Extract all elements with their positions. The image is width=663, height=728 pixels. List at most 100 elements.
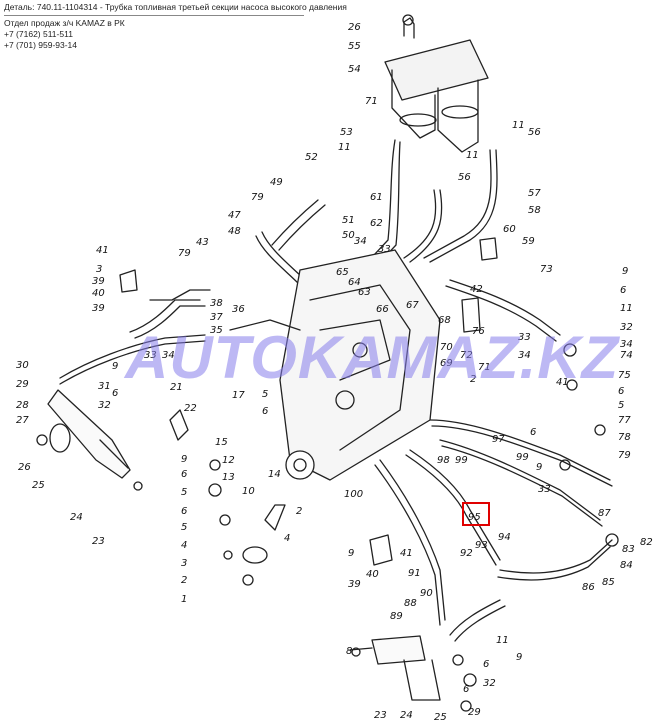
callout-94: 94 bbox=[498, 532, 511, 543]
callout-33: 33 bbox=[538, 484, 551, 495]
callout-99: 99 bbox=[516, 452, 529, 463]
callout-21: 21 bbox=[170, 382, 183, 393]
callout-17: 17 bbox=[232, 390, 245, 401]
callout-34: 34 bbox=[518, 350, 531, 361]
callout-33: 33 bbox=[144, 350, 157, 361]
callout-1: 1 bbox=[181, 594, 187, 605]
callout-58: 58 bbox=[528, 205, 541, 216]
callout-4: 4 bbox=[284, 533, 290, 544]
callout-49: 49 bbox=[270, 177, 283, 188]
callout-11: 11 bbox=[512, 120, 525, 131]
callout-83: 83 bbox=[622, 544, 635, 555]
callout-9: 9 bbox=[622, 266, 628, 277]
callout-13: 13 bbox=[222, 472, 235, 483]
callout-3: 3 bbox=[181, 558, 187, 569]
callout-67: 67 bbox=[406, 300, 419, 311]
callout-52: 52 bbox=[305, 152, 318, 163]
callout-34: 34 bbox=[162, 350, 175, 361]
callout-33: 33 bbox=[518, 332, 531, 343]
part-title: Деталь: 740.11-1104314 - Трубка топливна… bbox=[4, 2, 347, 16]
callout-23: 23 bbox=[92, 536, 105, 547]
callout-66: 66 bbox=[376, 304, 389, 315]
callout-6: 6 bbox=[530, 427, 536, 438]
callout-84: 84 bbox=[620, 560, 633, 571]
callout-62: 62 bbox=[370, 218, 383, 229]
callout-79: 79 bbox=[178, 248, 191, 259]
callout-26: 26 bbox=[18, 462, 31, 473]
callout-6: 6 bbox=[618, 386, 624, 397]
callout-93: 93 bbox=[475, 540, 488, 551]
phone-1: +7 (7162) 511-511 bbox=[4, 29, 73, 39]
callout-34: 34 bbox=[620, 339, 633, 350]
callout-68: 68 bbox=[438, 315, 451, 326]
callout-56: 56 bbox=[458, 172, 471, 183]
callout-31: 31 bbox=[98, 381, 111, 392]
callout-29: 29 bbox=[468, 707, 481, 718]
callout-9: 9 bbox=[536, 462, 542, 473]
callout-10: 10 bbox=[242, 486, 255, 497]
sales-department: Отдел продаж з/ч KAMAZ в РК bbox=[4, 18, 125, 28]
diagram-drawing bbox=[36, 14, 619, 712]
callout-51: 51 bbox=[342, 215, 355, 226]
callout-89: 89 bbox=[390, 611, 403, 622]
callout-9: 9 bbox=[516, 652, 522, 663]
callout-28: 28 bbox=[16, 400, 29, 411]
callout-6: 6 bbox=[181, 469, 187, 480]
callout-5: 5 bbox=[262, 389, 268, 400]
callout-85: 85 bbox=[602, 577, 615, 588]
callout-9: 9 bbox=[348, 548, 354, 559]
callout-42: 42 bbox=[470, 284, 483, 295]
callout-5: 5 bbox=[618, 400, 624, 411]
callout-29: 29 bbox=[16, 379, 29, 390]
callout-25: 25 bbox=[434, 712, 447, 723]
callout-5: 5 bbox=[181, 487, 187, 498]
callout-30: 30 bbox=[16, 360, 29, 371]
callout-11: 11 bbox=[496, 635, 509, 646]
callout-92: 92 bbox=[460, 548, 473, 559]
callout-57: 57 bbox=[528, 188, 541, 199]
callout-69: 69 bbox=[440, 358, 453, 369]
callout-40: 40 bbox=[366, 569, 379, 580]
callout-86: 86 bbox=[582, 582, 595, 593]
callout-25: 25 bbox=[32, 480, 45, 491]
callout-63: 63 bbox=[358, 287, 371, 298]
callout-61: 61 bbox=[370, 192, 383, 203]
callout-71: 71 bbox=[365, 96, 378, 107]
callout-32: 32 bbox=[620, 322, 633, 333]
callout-23: 23 bbox=[374, 710, 387, 721]
callout-41: 41 bbox=[400, 548, 413, 559]
header: Деталь: 740.11-1104314 - Трубка топливна… bbox=[4, 2, 347, 51]
callout-79: 79 bbox=[251, 192, 264, 203]
callout-82: 82 bbox=[640, 537, 653, 548]
callout-71: 71 bbox=[478, 362, 491, 373]
callout-70: 70 bbox=[440, 342, 453, 353]
callout-2: 2 bbox=[296, 506, 302, 517]
callout-90: 90 bbox=[420, 588, 433, 599]
callout-40: 40 bbox=[92, 288, 105, 299]
callout-74: 74 bbox=[620, 350, 633, 361]
callout-43: 43 bbox=[196, 237, 209, 248]
callout-88: 88 bbox=[404, 598, 417, 609]
callout-9: 9 bbox=[181, 454, 187, 465]
callout-39: 39 bbox=[92, 303, 105, 314]
callout-35: 35 bbox=[210, 325, 223, 336]
callout-3: 3 bbox=[96, 264, 102, 275]
callout-59: 59 bbox=[522, 236, 535, 247]
callout-76: 76 bbox=[472, 326, 485, 337]
callout-11: 11 bbox=[338, 142, 351, 153]
callout-38: 38 bbox=[210, 298, 223, 309]
callout-79: 79 bbox=[618, 450, 631, 461]
callout-48: 48 bbox=[228, 226, 241, 237]
callout-47: 47 bbox=[228, 210, 241, 221]
callout-77: 77 bbox=[618, 415, 631, 426]
callout-32: 32 bbox=[98, 400, 111, 411]
callout-91: 91 bbox=[408, 568, 421, 579]
callout-65: 65 bbox=[336, 267, 349, 278]
callout-6: 6 bbox=[463, 684, 469, 695]
callout-53: 53 bbox=[340, 127, 353, 138]
callout-50: 50 bbox=[342, 230, 355, 241]
callout-12: 12 bbox=[222, 455, 235, 466]
callout-22: 22 bbox=[184, 403, 197, 414]
